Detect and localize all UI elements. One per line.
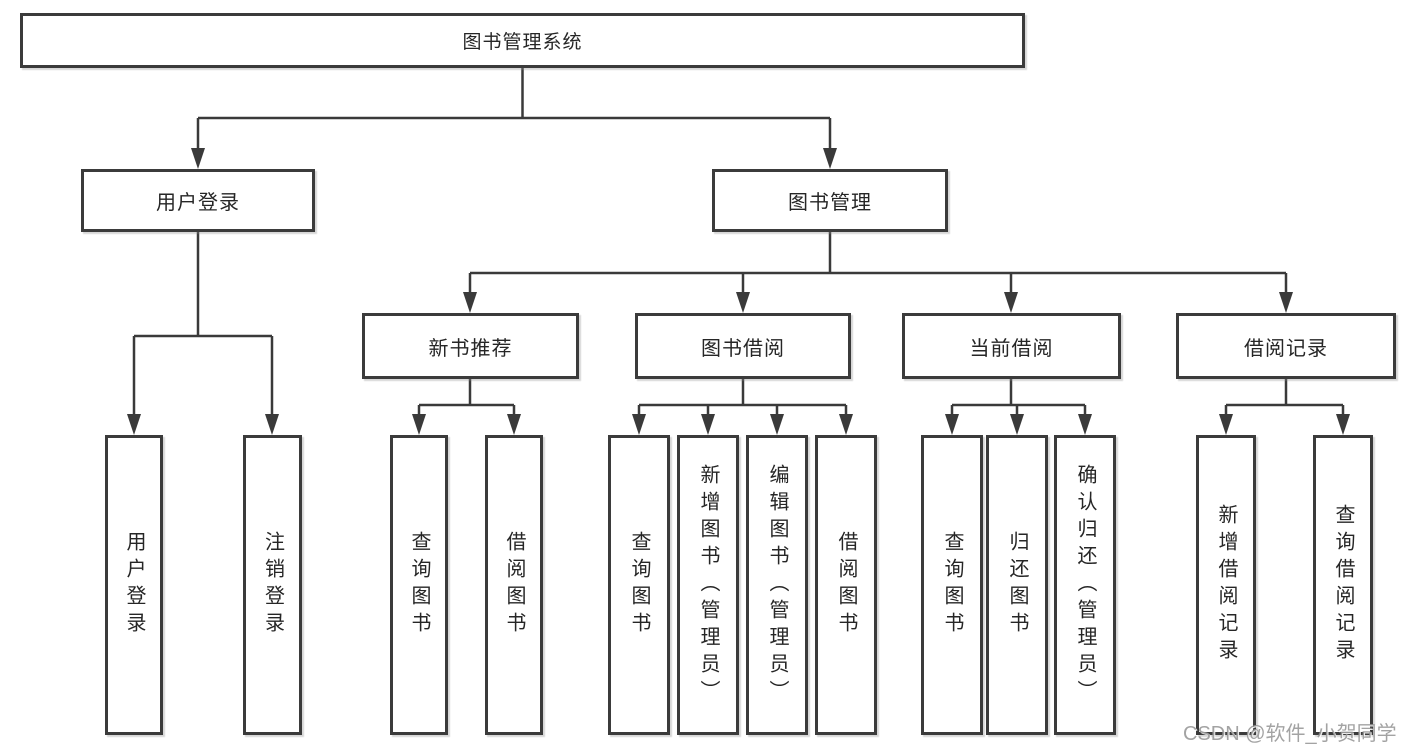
leaf-label: 用户登录 (123, 531, 145, 639)
node-label: 用户登录 (156, 192, 240, 214)
leaf-user-login: 用户登录 (105, 435, 163, 735)
leaf-logout: 注销登录 (243, 435, 302, 735)
node-current-borrowing: 当前借阅 (902, 313, 1121, 379)
leaf-label: 注销登录 (261, 531, 284, 639)
node-book-borrowing: 图书借阅 (635, 313, 851, 379)
node-label: 图书借阅 (701, 337, 785, 360)
leaf-label: 查询图书 (408, 531, 430, 639)
node-book-management: 图书管理 (712, 169, 948, 232)
leaf-query-books: 查询图书 (608, 435, 670, 735)
csdn-watermark: CSDN @软件_小贺同学 (1183, 723, 1397, 745)
leaf-add-borrow-record: 新增借阅记录 (1196, 435, 1256, 735)
leaf-label: 确认归还（管理员） (1074, 463, 1096, 707)
leaf-label: 归还图书 (1006, 531, 1028, 639)
leaf-label: 新增图书（管理员） (697, 463, 719, 707)
node-label: 当前借阅 (969, 337, 1054, 360)
leaf-query-borrow-record: 查询借阅记录 (1313, 435, 1373, 735)
node-library-management-system: 图书管理系统 (20, 13, 1025, 68)
leaf-label: 新增借阅记录 (1215, 504, 1237, 666)
leaf-borrow-books: 借阅图书 (485, 435, 543, 735)
leaf-label: 查询图书 (628, 531, 650, 639)
leaf-borrow-books: 借阅图书 (815, 435, 877, 735)
leaf-label: 编辑图书（管理员） (766, 463, 788, 707)
node-label: 图书管理 (788, 192, 872, 214)
leaf-return-books: 归还图书 (986, 435, 1048, 735)
leaf-label: 借阅图书 (835, 531, 857, 639)
leaf-label: 查询借阅记录 (1332, 504, 1354, 666)
leaf-query-books: 查询图书 (390, 435, 448, 735)
leaf-add-books-admin: 新增图书（管理员） (677, 435, 739, 735)
node-borrowing-records: 借阅记录 (1176, 313, 1396, 379)
node-user-login: 用户登录 (81, 169, 315, 232)
node-new-book-recommendation: 新书推荐 (362, 313, 579, 379)
leaf-label: 借阅图书 (503, 531, 525, 639)
node-label: 新书推荐 (428, 337, 513, 360)
leaf-edit-books-admin: 编辑图书（管理员） (746, 435, 808, 735)
leaf-query-books: 查询图书 (921, 435, 983, 735)
leaf-confirm-return-admin: 确认归还（管理员） (1054, 435, 1116, 735)
leaf-label: 查询图书 (941, 531, 963, 639)
node-label: 借阅记录 (1244, 337, 1328, 360)
node-label: 图书管理系统 (462, 32, 583, 53)
